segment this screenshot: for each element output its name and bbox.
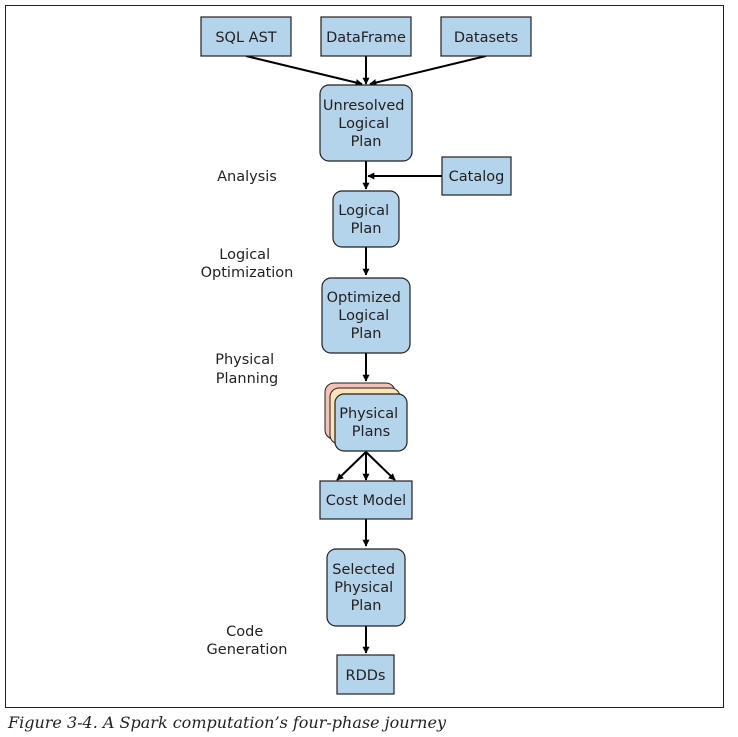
node-physical-line-2: Plans <box>352 424 390 440</box>
phase-code-generation-line-1: Code <box>226 624 263 640</box>
node-unresolved-line-3: Plan <box>351 134 382 150</box>
node-logical-plan: Logical Plan <box>332 190 400 248</box>
node-dataframe: DataFrame <box>320 16 412 57</box>
edge-datasets-to-unresolved <box>369 55 487 86</box>
node-logical-line-2: Plan <box>351 221 382 237</box>
node-datasets: Datasets <box>440 16 532 57</box>
phase-analysis: Analysis <box>217 169 277 185</box>
node-selected-line-3: Plan <box>351 598 382 614</box>
node-sql-ast-label: SQL AST <box>215 30 276 46</box>
svg-text:Optimized Logical: Optimized Logical Plan <box>327 290 406 342</box>
node-logical-line-1: Logical <box>338 203 389 219</box>
figure-caption: Figure 3-4. A Spark computation’s four-p… <box>8 713 446 732</box>
svg-text:Analysis: Analysis <box>217 169 277 185</box>
svg-text:Physical Plans: Physical Plans <box>339 406 403 440</box>
svg-text:Selected Physical: Selected Physical Plan <box>332 562 399 614</box>
node-catalog: Catalog <box>441 156 512 196</box>
node-sql-ast: SQL AST <box>200 16 292 57</box>
phase-physical-planning-line-2: Planning <box>216 371 278 387</box>
svg-text:SQL AST: SQL AST <box>215 30 276 46</box>
edge-physical-to-cost-right <box>365 451 396 481</box>
phase-physical-planning: Physical Planning <box>215 352 279 387</box>
node-catalog-label: Catalog <box>449 169 505 185</box>
node-optimized-line-1: Optimized <box>327 290 401 306</box>
svg-text:RDDs: RDDs <box>346 668 386 684</box>
node-optimized-logical-plan: Optimized Logical Plan <box>321 277 411 354</box>
node-rdds-label: RDDs <box>346 668 386 684</box>
svg-text:Code Generation: Code Generation <box>207 624 288 658</box>
node-selected-line-1: Selected <box>332 562 395 578</box>
node-dataframe-label: DataFrame <box>326 30 406 46</box>
phase-logical-optimization-line-1: Logical <box>219 247 270 263</box>
phase-physical-planning-line-1: Physical <box>215 352 274 368</box>
node-physical-plans: Physical Plans <box>324 382 408 452</box>
node-datasets-label: Datasets <box>454 30 518 46</box>
phase-analysis-label: Analysis <box>217 169 277 185</box>
node-selected-line-2: Physical <box>334 580 393 596</box>
node-selected-physical-plan: Selected Physical Plan <box>326 548 406 627</box>
node-rdds: RDDs <box>336 654 395 695</box>
node-unresolved-logical-plan: Unresolved Logical Plan <box>319 84 413 162</box>
svg-text:Datasets: Datasets <box>454 30 518 46</box>
physical-plans-stack-front <box>334 393 408 452</box>
node-unresolved-line-2: Logical <box>338 116 389 132</box>
svg-text:Physical Planning: Physical Planning <box>215 352 279 387</box>
svg-text:DataFrame: DataFrame <box>326 30 406 46</box>
node-cost-model-label: Cost Model <box>326 493 406 509</box>
svg-text:Logical Optimization: Logical Optimization <box>201 247 294 281</box>
node-optimized-line-2: Logical <box>338 308 389 324</box>
node-cost-model: Cost Model <box>319 480 413 520</box>
phase-code-generation-line-2: Generation <box>207 642 288 658</box>
svg-text:Cost Model: Cost Model <box>326 493 406 509</box>
node-physical-line-1: Physical <box>339 406 398 422</box>
edges <box>245 55 487 654</box>
phase-code-generation: Code Generation <box>207 624 288 658</box>
phase-logical-optimization-line-2: Optimization <box>201 265 294 281</box>
svg-text:Catalog: Catalog <box>449 169 505 185</box>
phase-logical-optimization: Logical Optimization <box>201 247 294 281</box>
edge-sql-ast-to-unresolved <box>245 55 363 86</box>
svg-text:Logical Plan: Logical Plan <box>338 203 393 237</box>
node-unresolved-line-1: Unresolved <box>323 98 405 114</box>
svg-text:Unresolved Logical: Unresolved Logical Plan <box>323 98 409 150</box>
node-optimized-line-3: Plan <box>351 326 382 342</box>
edge-physical-to-cost-left <box>336 451 367 481</box>
